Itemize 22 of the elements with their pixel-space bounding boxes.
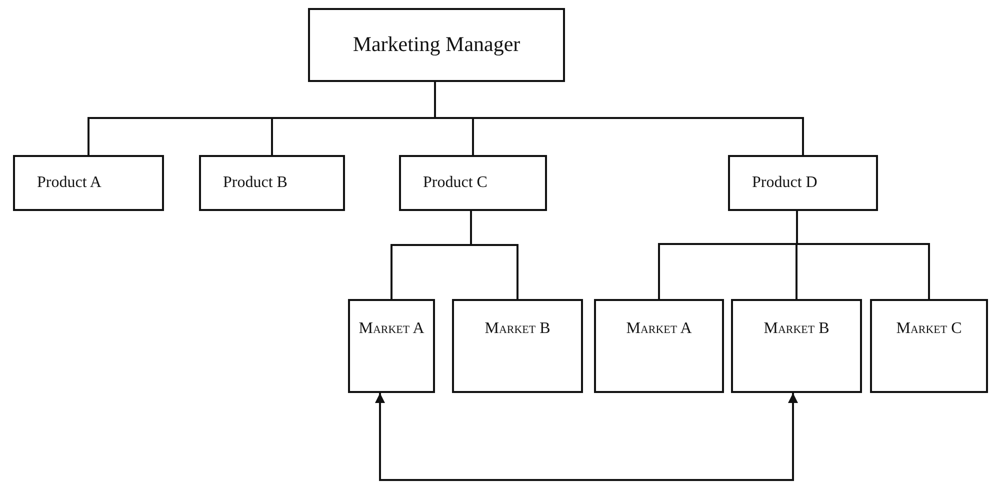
market-box [452,299,583,393]
arrow [375,393,798,481]
box-label: Product B [223,173,288,192]
market-box [731,299,862,393]
product-box [13,155,164,211]
market-box [594,299,724,393]
manager-box [308,8,565,82]
box-label: Market A [358,319,426,338]
box-label: Marketing Manager [352,32,522,58]
box-label: Product A [37,173,102,192]
box-label: Product D [752,173,818,192]
product-box [399,155,547,211]
box-label: Product C [423,173,488,192]
box-label: Market C [895,319,963,338]
product-box [728,155,878,211]
market-box [348,299,435,393]
market-box [870,299,988,393]
connector-line [796,211,930,299]
product-box [199,155,345,211]
box-label: Market B [762,319,830,338]
box-label: Market A [625,319,693,338]
box-label: Market B [484,319,552,338]
